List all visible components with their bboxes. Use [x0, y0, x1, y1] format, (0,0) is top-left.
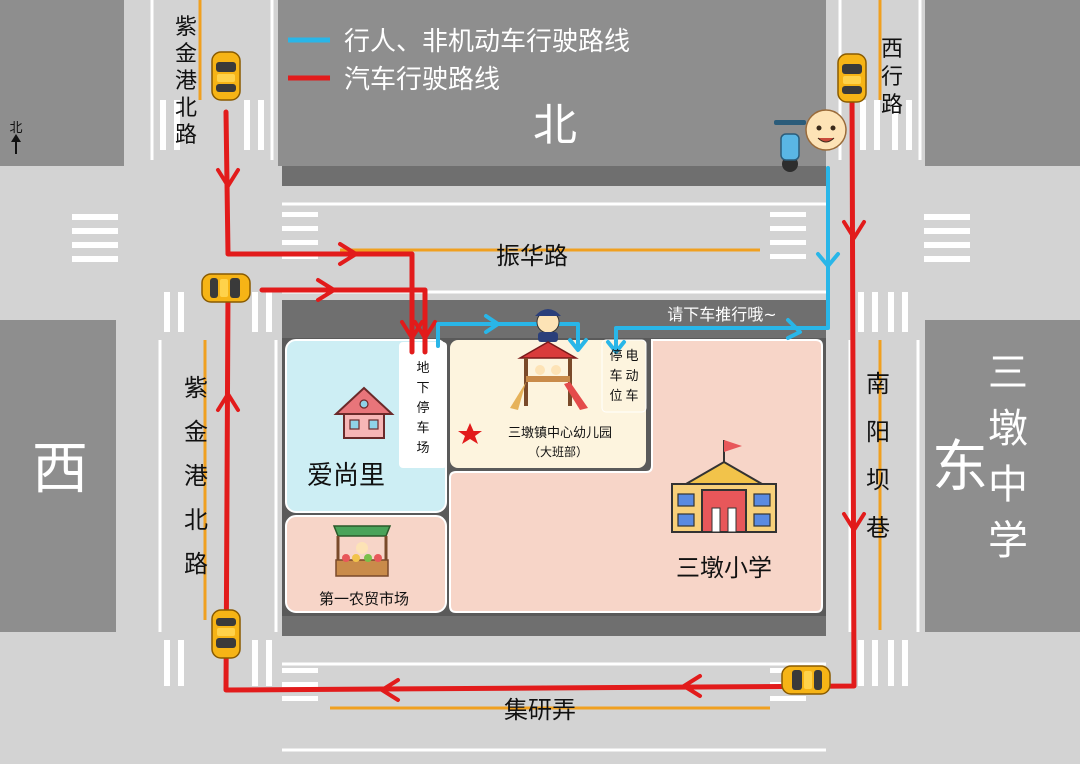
north-arrow-icon [11, 134, 21, 154]
school-area [449, 339, 823, 613]
taxi-icon [781, 665, 831, 695]
label-char: 电 [625, 349, 638, 364]
label-char: 三 [988, 350, 1028, 396]
market-label: 第一农贸市场 [319, 590, 409, 608]
label-char: 车 [609, 368, 622, 384]
label-char: 金 [175, 42, 197, 67]
police-icon [535, 309, 561, 342]
label-char: 地 [416, 361, 429, 376]
school-icon [671, 440, 777, 533]
aishangli-label: 爱尚里 [307, 461, 385, 491]
label-char: 港 [184, 462, 208, 490]
crosswalks [72, 100, 970, 701]
star-icon [458, 423, 482, 444]
playground-icon [510, 341, 588, 410]
label-char: 墩 [988, 406, 1028, 452]
pedestrian-route [436, 166, 840, 354]
road-xixing-label: 西行路 [881, 37, 903, 118]
school-label: 三墩小学 [676, 554, 772, 582]
label-char: 路 [175, 123, 197, 148]
label-char: 路 [881, 93, 903, 118]
label-char: 停 [416, 400, 429, 416]
car-route-line-east [223, 87, 857, 693]
legend: 行人、非机动车行驶路线 汽车行驶路线 [288, 27, 630, 95]
label-char: 巷 [866, 514, 890, 542]
road-jiyan-label: 集研弄 [504, 696, 576, 724]
label-char: 北 [184, 506, 208, 534]
ebike-parking-label: 停车位 [609, 348, 622, 404]
label-char: 中 [988, 462, 1028, 508]
label-char: 下 [416, 381, 429, 396]
label-char: 车 [416, 420, 429, 436]
label-char: 动 [625, 369, 638, 384]
label-char: 场 [416, 441, 429, 456]
scooter-rider-icon [774, 109, 847, 172]
label-char: 紫 [175, 15, 197, 40]
legend-pedestrian-label: 行人、非机动车行驶路线 [344, 27, 630, 57]
kindergarten-label: 三墩镇中心幼儿园 [508, 426, 612, 441]
label-char: 行 [881, 65, 903, 90]
kindergarten-sub-label: （大班部） [528, 444, 588, 459]
kindergarten-area [450, 340, 646, 468]
label-char: 南 [866, 370, 890, 398]
label-char: 港 [175, 69, 197, 94]
city-blocks [0, 0, 1080, 636]
parking-area [399, 342, 447, 468]
legend-car-label: 汽车行驶路线 [344, 65, 500, 95]
label-char: 阳 [866, 418, 890, 446]
label-char: 北 [175, 96, 197, 121]
label-char: 位 [609, 389, 622, 404]
taxi-icon [201, 273, 251, 303]
taxi-icon [837, 53, 867, 103]
taxi-icon [211, 609, 241, 659]
ebike-parking-label-2: 电动车 [625, 349, 638, 404]
market-stall-icon [332, 525, 392, 577]
label-char: 金 [184, 418, 208, 446]
label-char: 学 [988, 518, 1028, 564]
label-char: 坝 [866, 466, 890, 494]
label-char: 车 [625, 388, 638, 404]
label-char: 紫 [184, 374, 208, 402]
label-char: 路 [184, 550, 208, 578]
taxi-icon [211, 51, 241, 101]
car-route-arrows [216, 168, 866, 702]
label-char: 西 [881, 37, 903, 62]
road-zhenhua-label: 振华路 [496, 242, 568, 270]
car-route-line-west-entry [259, 287, 428, 355]
compass-label: 北 [9, 121, 22, 136]
house-icon [333, 386, 395, 439]
direction-north-label: 北 [533, 100, 577, 151]
direction-east-label: 东 [932, 435, 988, 500]
dismount-notice: 请下车推行哦~ [667, 305, 776, 324]
label-char: 停 [609, 348, 622, 364]
direction-west-label: 西 [32, 437, 88, 502]
